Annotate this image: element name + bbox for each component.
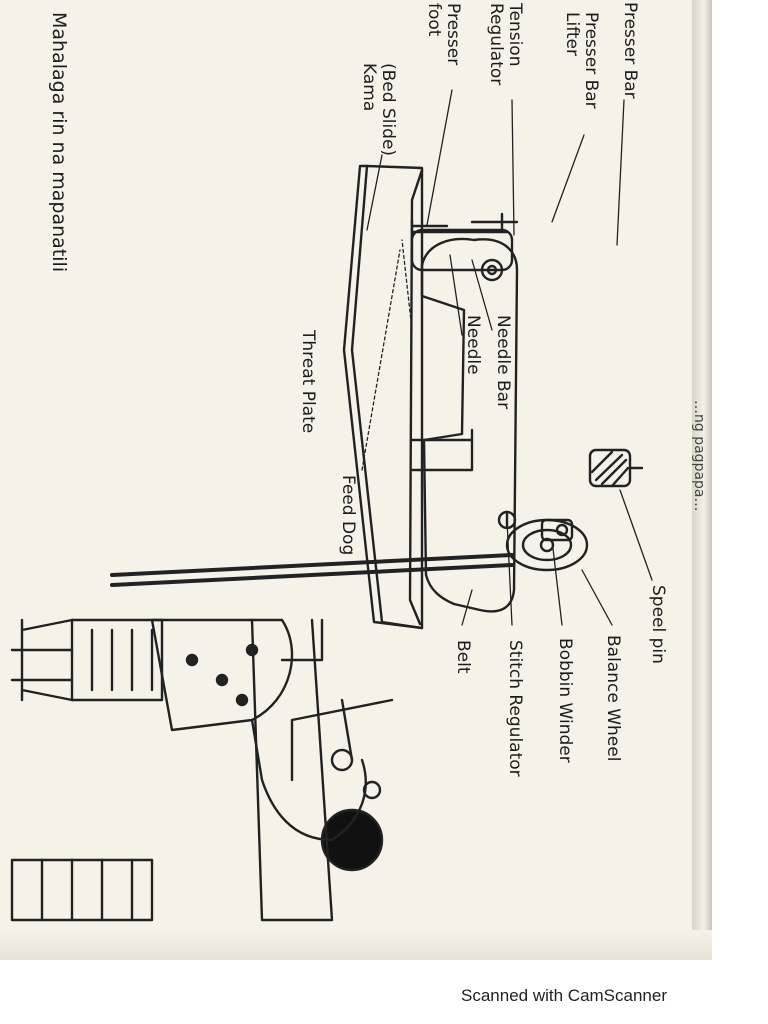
machine-arm [410, 237, 519, 613]
label-feed-dog: Feed Dog [338, 475, 358, 556]
machine-bed-board [342, 164, 424, 630]
balance-wheel [505, 518, 589, 572]
text-top-partial: …ng pagpapa… [691, 400, 707, 512]
page-fold [692, 0, 712, 960]
label-speel-pin: Speel pin [648, 585, 668, 664]
label-bed-slide-kama: (Bed Slide) Kama [359, 63, 398, 157]
page-bottom-shadow [0, 930, 712, 960]
label-threat-plate: Threat Plate [298, 330, 318, 434]
scanner-watermark: Scanned with CamScanner [461, 986, 668, 1005]
page-margin [712, 0, 768, 960]
sewing-machine-drawing [10, 89, 653, 922]
thread-spool [588, 448, 644, 488]
sewing-machine-diagram: Presser Bar Presser Bar Lifter Tension R… [10, 2, 707, 922]
label-presser-bar-lifter: Presser Bar Lifter [562, 12, 601, 109]
scanned-page [0, 0, 712, 960]
label-bobbin-winder: Bobbin Winder [555, 638, 575, 763]
leader-lines [361, 89, 653, 626]
label-presser-bar: Presser Bar [620, 2, 640, 99]
sitting-person-illustration [10, 618, 394, 922]
label-belt: Belt [453, 640, 473, 674]
rotated-diagram-frame: Presser Bar Presser Bar Lifter Tension R… [10, 2, 707, 922]
label-tension-regulator: Tension Regulator [486, 3, 525, 86]
belt [110, 553, 514, 587]
text-bottom-partial: Mahalaga rin na mapanatili [48, 12, 70, 273]
label-stitch-regulator: Stitch Regulator [505, 640, 525, 777]
label-balance-wheel: Balance Wheel [603, 635, 623, 762]
machine-head [410, 212, 519, 282]
label-presser-foot: Presser foot [424, 3, 463, 66]
bobbin-winder [540, 518, 574, 542]
label-needle-bar: Needle Bar [493, 315, 513, 410]
label-needle: Needle [463, 315, 483, 375]
